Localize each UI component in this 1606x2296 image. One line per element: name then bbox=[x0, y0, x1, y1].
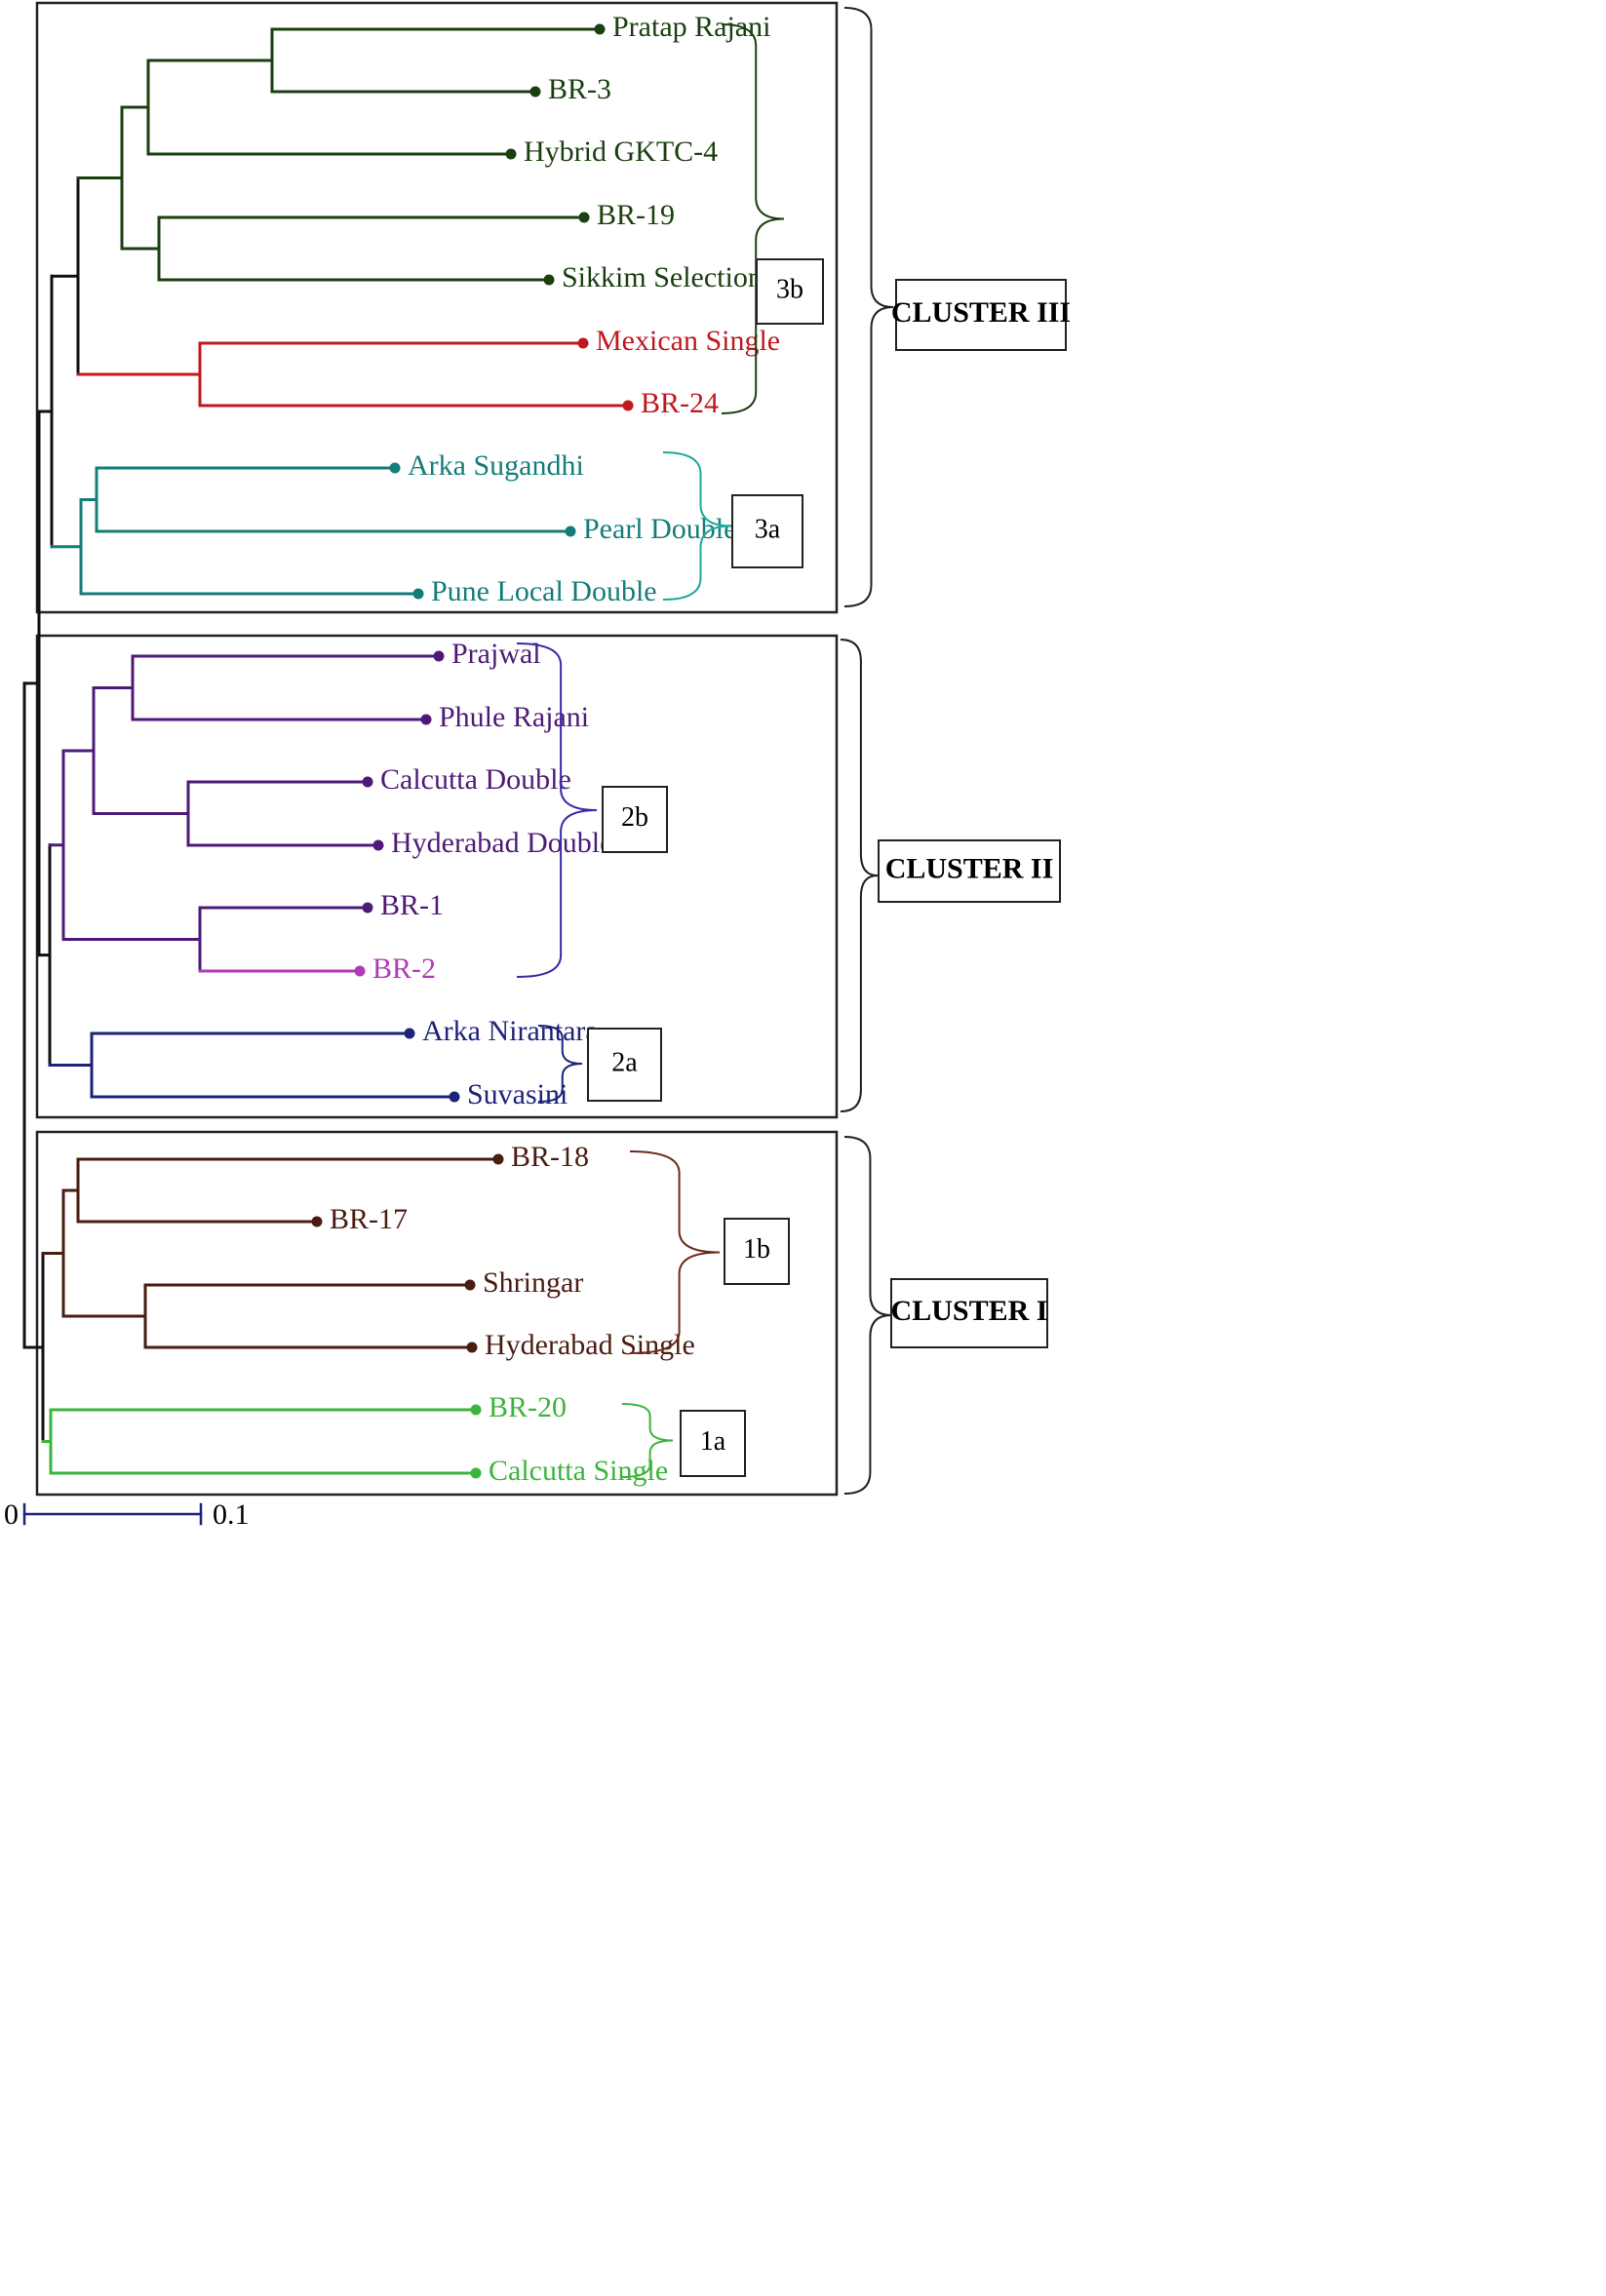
leaf-node-dot bbox=[404, 1028, 415, 1039]
scale-bar-start-label: 0 bbox=[4, 1498, 19, 1531]
subcluster-label-1b-frame bbox=[724, 1218, 790, 1285]
leaf-node-dot bbox=[449, 1091, 460, 1103]
cluster-brace-II bbox=[840, 639, 879, 1112]
leaf-node-dot bbox=[389, 462, 401, 474]
leaf-label-pratap: Pratap Rajani bbox=[612, 11, 770, 43]
cluster-boxes bbox=[35, 1, 839, 1497]
cluster-label-I-frame bbox=[890, 1278, 1048, 1348]
subcluster-label-2b: 2b bbox=[621, 802, 648, 833]
leaf-label-sikkim: Sikkim Selection bbox=[562, 261, 763, 293]
leaf-node-dot bbox=[470, 1404, 482, 1416]
leaf-label-br20: BR-20 bbox=[489, 1391, 567, 1423]
leaf-node-dot bbox=[354, 965, 366, 977]
leaf-label-hydsingle: Hyderabad Single bbox=[485, 1329, 695, 1361]
leaf-node-dot bbox=[492, 1153, 504, 1165]
leaf-label-br3: BR-3 bbox=[548, 73, 611, 105]
cluster-brace-I bbox=[843, 1136, 892, 1495]
subcluster-label-1a: 1a bbox=[700, 1426, 726, 1457]
leaf-node-dot bbox=[420, 714, 432, 725]
brace-3b bbox=[721, 23, 785, 414]
leaf-node-dot bbox=[622, 400, 634, 411]
leaf-label-prajwal: Prajwal bbox=[451, 638, 541, 670]
leaf-label-pune: Pune Local Double bbox=[431, 575, 657, 607]
leaf-label-arkanir: Arka Nirantara bbox=[422, 1015, 599, 1047]
leaf-node-dot bbox=[578, 212, 590, 223]
cluster-brace-III bbox=[843, 7, 894, 607]
subcluster-label-1b: 1b bbox=[743, 1234, 770, 1265]
cluster-box-2 bbox=[35, 634, 839, 1119]
scale-bar-end-label: 0.1 bbox=[213, 1498, 250, 1531]
leaf-label-br17: BR-17 bbox=[330, 1203, 408, 1235]
leaf-label-phule: Phule Rajani bbox=[439, 701, 589, 733]
leaf-node-dot bbox=[433, 650, 445, 662]
brace-2a bbox=[537, 1025, 583, 1103]
leaf-node-dot bbox=[505, 148, 517, 160]
brace-1a bbox=[621, 1403, 674, 1478]
leaf-node-dot bbox=[529, 86, 541, 97]
leaf-node-dot bbox=[594, 23, 606, 35]
annotations: 3b 3a 2b 2a 1b 1a CLUSTER III CLUSTER II CLUSTER… bbox=[516, 7, 1071, 1495]
cluster-label-II-frame bbox=[878, 839, 1061, 903]
leaf-label-br24: BR-24 bbox=[641, 387, 719, 419]
cluster-label-III-frame bbox=[895, 279, 1067, 351]
cluster-box-3 bbox=[35, 1, 839, 614]
subcluster-label-1a-frame bbox=[680, 1410, 746, 1477]
subcluster-label-3a-frame bbox=[731, 494, 803, 568]
leaf-label-mexican: Mexican Single bbox=[596, 325, 780, 357]
brace-2b bbox=[516, 642, 598, 978]
leaf-node-dot bbox=[372, 839, 384, 851]
leaf-node-dot bbox=[412, 588, 424, 600]
leaf-label-hyddouble: Hyderabad Double bbox=[391, 827, 612, 859]
leaf-node-dot bbox=[577, 337, 589, 349]
cluster-label-III: CLUSTER III bbox=[891, 296, 1071, 329]
leaf-label-br19: BR-19 bbox=[597, 199, 675, 231]
leaf-node-dot bbox=[543, 274, 555, 286]
leaf-label-br18: BR-18 bbox=[511, 1141, 589, 1173]
leaf-label-shringar: Shringar bbox=[483, 1266, 583, 1299]
subcluster-label-3a: 3a bbox=[755, 514, 781, 544]
subcluster-label-2b-frame bbox=[602, 786, 668, 853]
leaf-label-caldouble: Calcutta Double bbox=[380, 763, 571, 796]
leaf-label-suvasini: Suvasini bbox=[467, 1078, 568, 1110]
leaf-node-dot bbox=[466, 1342, 478, 1353]
leaf-node-dot bbox=[565, 525, 576, 537]
leaf-label-gktc: Hybrid GKTC-4 bbox=[524, 136, 718, 168]
subcluster-label-3b-frame bbox=[756, 258, 824, 325]
leaf-node-dot bbox=[470, 1467, 482, 1479]
cluster-box-1 bbox=[35, 1130, 839, 1497]
leaf-node-dot bbox=[362, 776, 373, 788]
leaf-label-br2: BR-2 bbox=[372, 953, 436, 985]
leaf-label-br1: BR-1 bbox=[380, 889, 444, 921]
leaf-node-dot bbox=[464, 1279, 476, 1291]
leaf-label-arkasug: Arka Sugandhi bbox=[408, 449, 584, 482]
cluster-label-II: CLUSTER II bbox=[885, 852, 1054, 884]
leaf-node-dot bbox=[362, 902, 373, 914]
subcluster-label-2a: 2a bbox=[611, 1047, 638, 1077]
cluster-label-I: CLUSTER I bbox=[891, 1295, 1048, 1327]
subcluster-label-3b: 3b bbox=[776, 274, 803, 304]
subcluster-label-2a-frame bbox=[587, 1028, 662, 1102]
brace-1b bbox=[629, 1150, 721, 1354]
leaf-label-calsingle: Calcutta Single bbox=[489, 1455, 668, 1487]
leaf-node-dot bbox=[311, 1216, 323, 1227]
